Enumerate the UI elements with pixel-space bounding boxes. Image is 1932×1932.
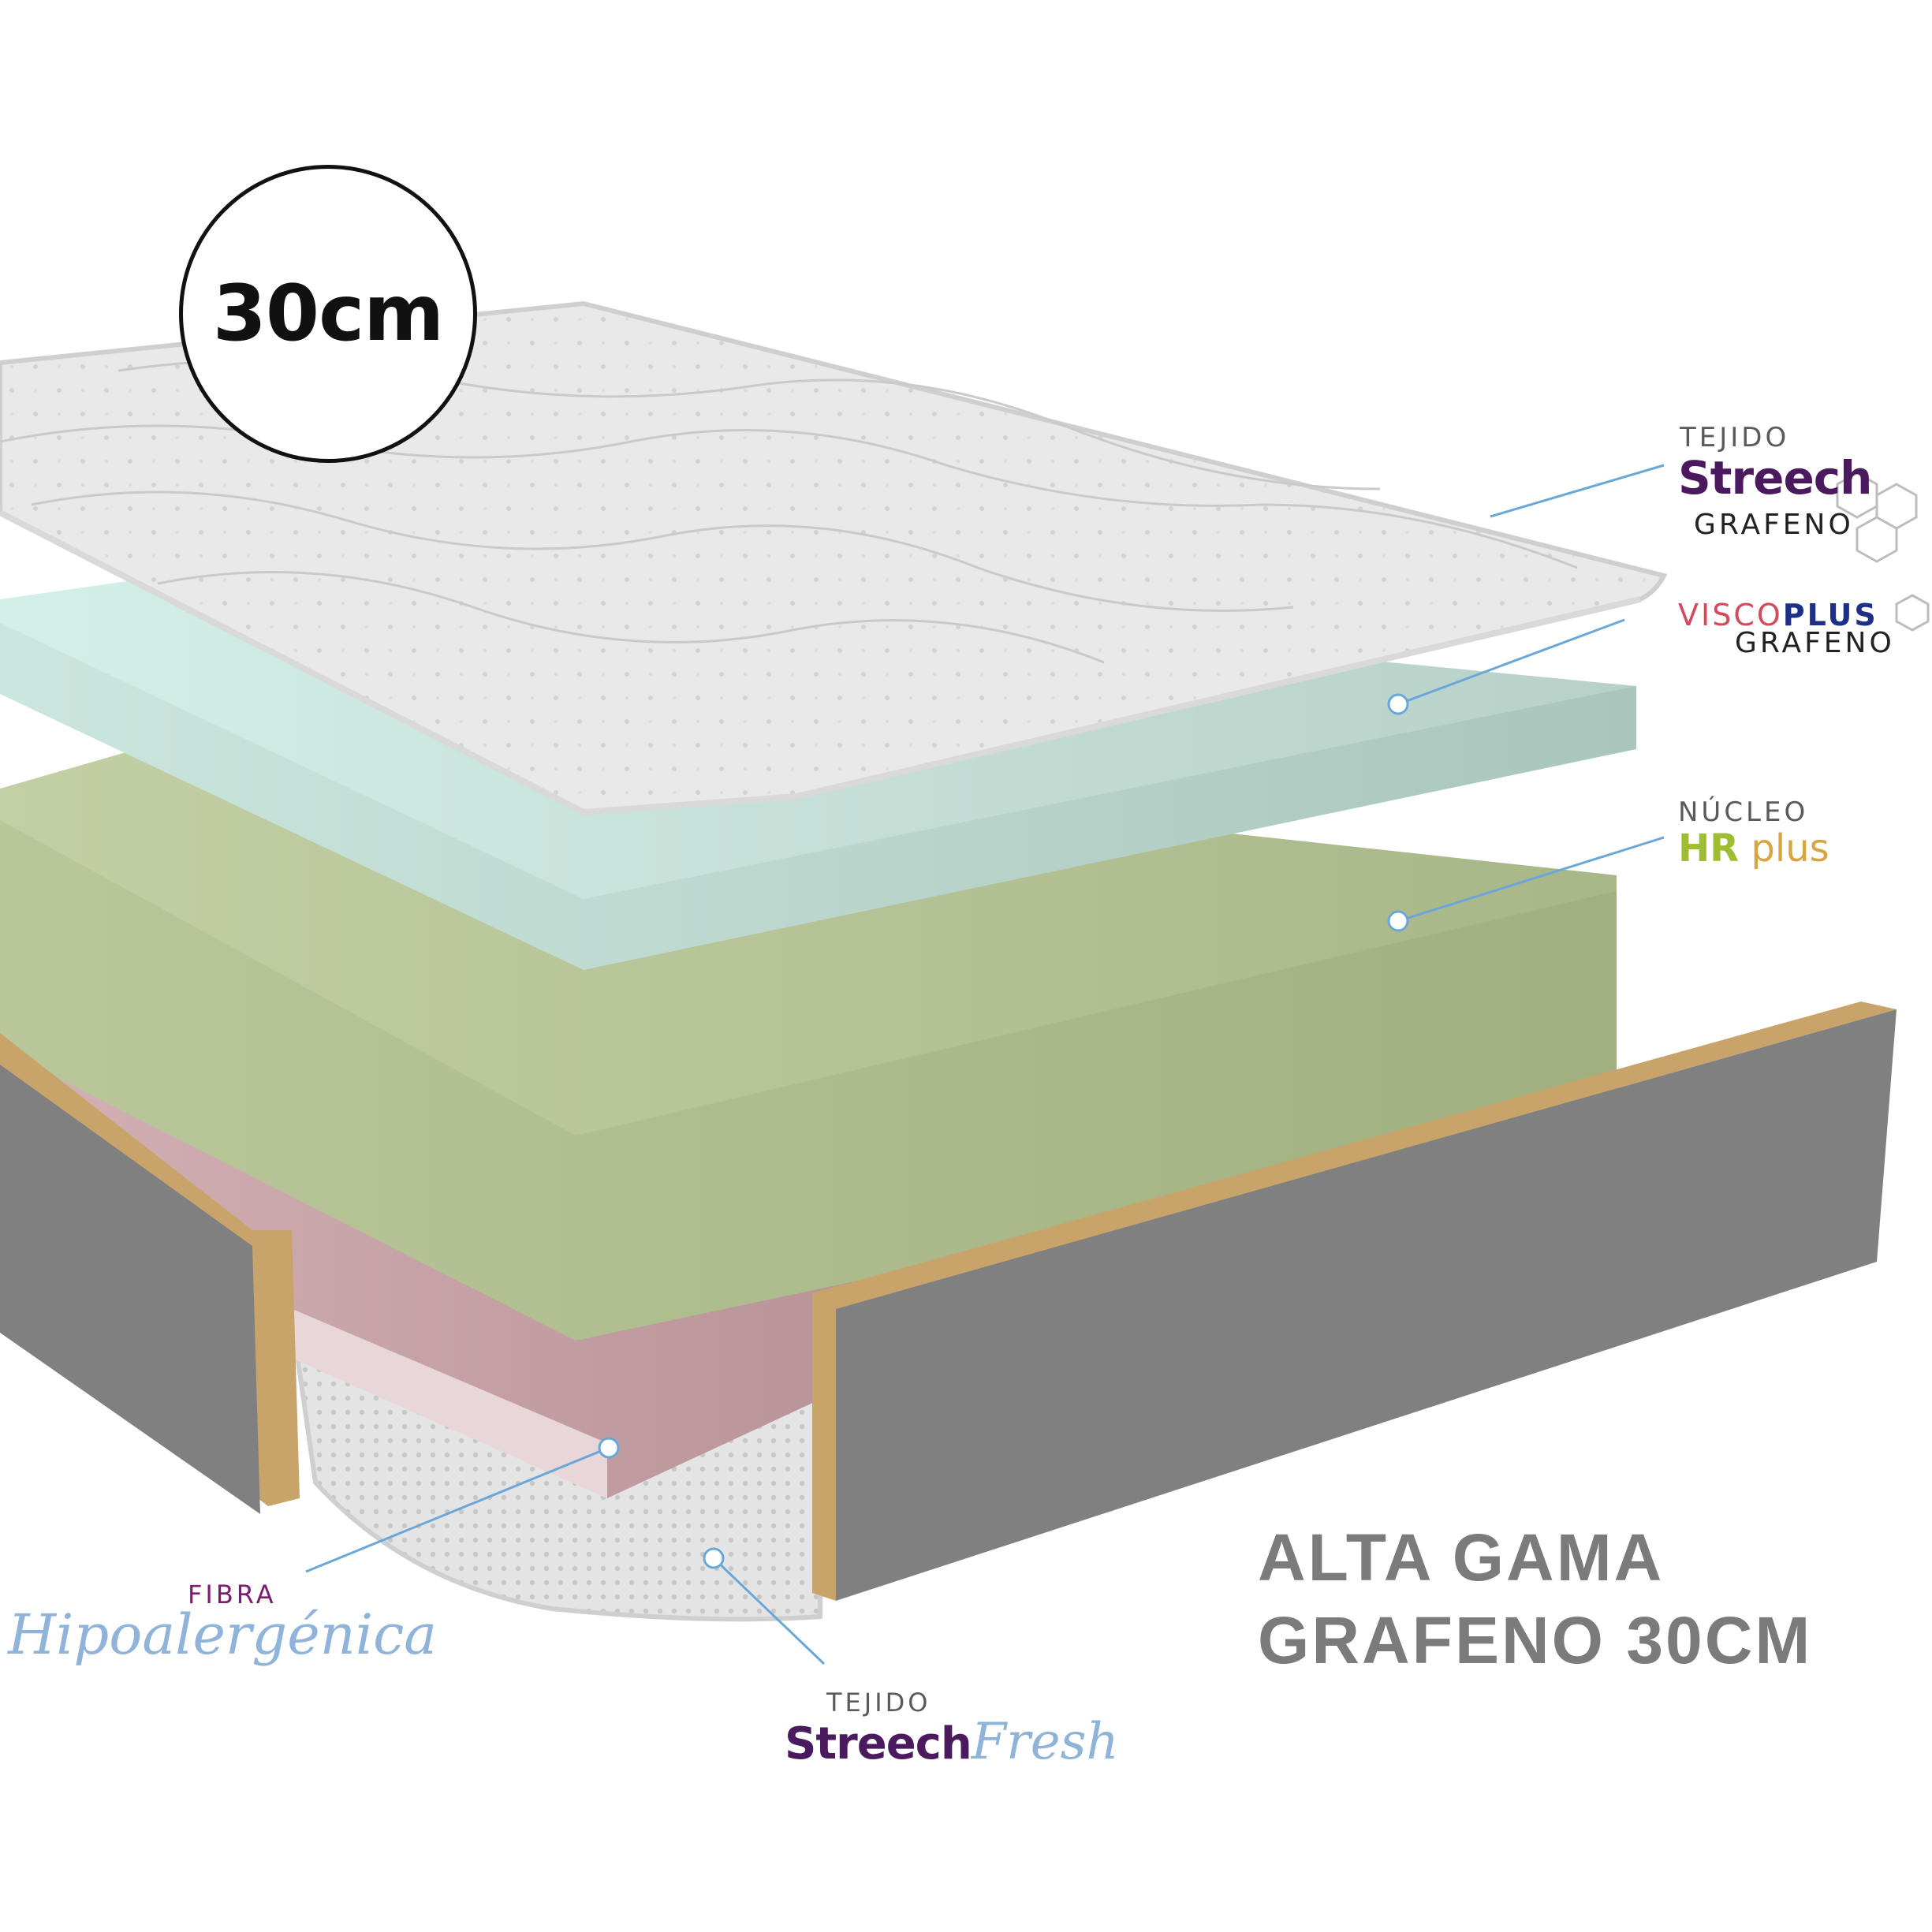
thickness-label: 30cm: [212, 269, 445, 359]
bottom-cover-prefix: Tejido: [826, 1688, 931, 1718]
core-brand-plus: plus: [1751, 826, 1829, 871]
leader-dots: [598, 693, 1409, 1569]
leader-lines: [305, 464, 1665, 1665]
top-cover-prefix: Tejido: [1680, 422, 1790, 453]
right-frame-board: [836, 1009, 1897, 1601]
fibre-name: Hipoalergénica: [8, 1602, 438, 1667]
top-cover-brand: Streech: [1678, 451, 1872, 505]
core-prefix: Núcleo: [1678, 796, 1809, 828]
visco-brand: plus: [1782, 598, 1878, 632]
bottom-cover-brand-suffix: Fresh: [971, 1713, 1119, 1771]
product-title-line2: GRAFENO 30CM: [1258, 1603, 1813, 1677]
right-frame-board-edge-side: [812, 1293, 836, 1601]
product-title-line1: ALTA GAMA: [1258, 1520, 1665, 1594]
core-brand: HR plus: [1678, 826, 1829, 871]
top-cover-edge: [0, 509, 1641, 816]
graphene-hexagon-icon: [1836, 472, 1918, 563]
visco-suffix: Grafeno: [1735, 627, 1895, 659]
top-cover-suffix: Grafeno: [1694, 509, 1854, 541]
visco-prefix: Visco: [1678, 598, 1783, 632]
core-brand-hr: HR: [1678, 826, 1740, 871]
bottom-cover-brand: StreechFresh: [785, 1713, 1119, 1771]
bottom-cover-brand-name: Streech: [785, 1718, 972, 1770]
graphene-hexagon-icon-small: [1895, 594, 1930, 632]
thickness-badge: 30cm: [179, 165, 477, 463]
visco-label: Viscoplus: [1678, 598, 1878, 632]
left-frame-board: [0, 1065, 260, 1514]
fibre-prefix: Fibra: [188, 1580, 277, 1609]
visco-layer-body: [0, 623, 1636, 970]
core-layer-body: [0, 820, 1617, 1341]
right-frame-edge: [812, 1001, 1897, 1309]
